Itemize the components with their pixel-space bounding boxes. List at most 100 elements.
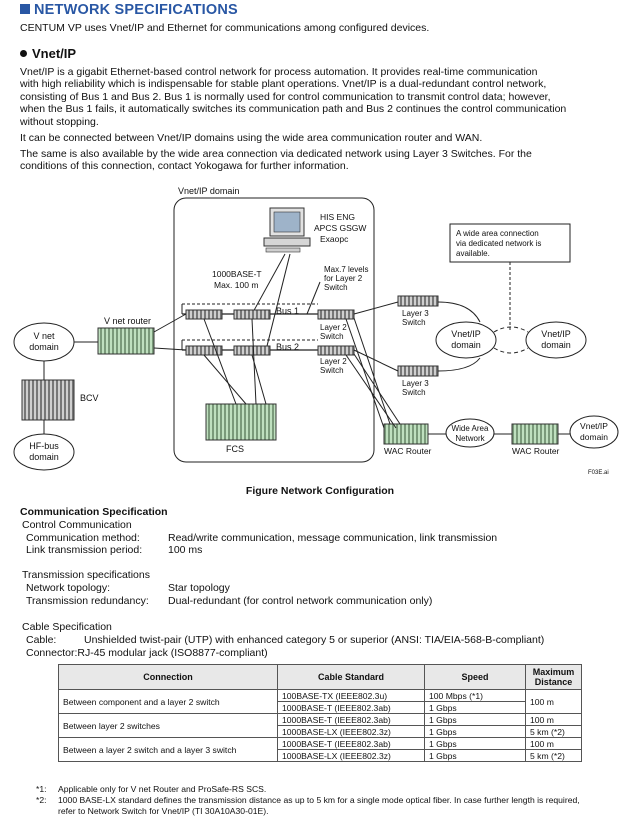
table-header: Cable Standard [277,664,425,690]
vnet-router-icon [97,327,155,355]
table-cell: 100 m [525,713,582,726]
wac-router-icon [511,423,559,445]
table-row: Between layer 2 switches 1000BASE-T (IEE… [58,713,582,738]
bullet-icon [20,50,27,57]
table-cell: 1 Gbps [424,713,526,726]
wac-router-icon [383,423,429,445]
table-cell: Between a layer 2 switch and a layer 3 s… [58,737,278,762]
cable-spec-title: Cable Specification [22,621,112,633]
max-levels-label: Switch [324,283,348,292]
bus2-label: Bus 2 [276,342,299,352]
l2-switch-label: Layer 2 [320,357,347,366]
para1-line: consisting of Bus 1 and Bus 2. Bus 1 is … [20,90,551,103]
table-header: Speed [424,664,526,690]
hf-domain-label: domain [29,452,59,462]
period-value: 100 ms [168,544,203,557]
intro-text: CENTUM VP uses Vnet/IP and Ethernet for … [20,22,430,34]
table-row: 1000BASE-T (IEEE802.3ab) 1 Gbps [59,701,582,714]
fcs-label: FCS [226,444,244,454]
comm-spec-title: Communication Specification [20,506,168,518]
footnote-text: Applicable only for V net Router and Pro… [58,784,267,794]
table-cell: 1000BASE-T (IEEE802.3ab) [277,737,425,750]
his-label: APCS GSGW [314,223,366,233]
table-cell: Between component and a layer 2 switch [58,689,278,714]
section-heading-text: Vnet/IP [32,46,77,61]
table-cell: 1000BASE-LX (IEEE802.3z) [277,749,425,762]
wan-label: Wide Area [452,424,489,433]
callout-text: available. [456,249,490,258]
redundancy-value: Dual-redundant (for control network comm… [168,594,433,607]
figure-file-id: F03E.ai [588,470,609,476]
cable-value: Unshielded twist-pair (UTP) with enhance… [84,633,545,646]
control-comm-title: Control Communication [22,518,132,531]
connector-value: RJ-45 modular jack (ISO8877-compliant) [77,646,268,659]
vnetip-domain-title: Vnet/IP domain [178,186,239,196]
table-cell: 100 m [525,737,582,750]
l2-switch-label: Layer 2 [320,323,347,332]
cable-spec: Cable Specification Cable:Unshielded twi… [20,621,544,659]
para3-line: conditions of this connection, contact Y… [20,160,349,173]
method-value: Read/write communication, message commun… [168,531,498,544]
connector-label: Connector: [26,646,78,659]
his-workstation-icon [263,207,311,253]
period-label: Link transmission period: [26,544,143,557]
para1-line: Vnet/IP is a gigabit Ethernet-based cont… [20,66,538,78]
network-diagram: Vnet/IP domain HIS ENG APCS GSGW Exaopc … [13,186,619,476]
table-cell: 5 km (*2) [525,749,582,762]
vnet-domain-label: V net [33,331,55,341]
footnote: *2:1000 BASE-LX standard defines the tra… [36,795,596,817]
vnetip-domain-box [173,197,375,463]
l3-switch-label: Layer 3 [402,309,429,318]
wac-router-label: WAC Router [512,446,560,456]
layer3-switch-icon [397,295,439,307]
bus1-label: Bus 1 [276,306,299,316]
vnetip-domain-label: Vnet/IP [580,421,608,431]
page-title: NETWORK SPECIFICATIONS [20,2,238,18]
para3-line: The same is also available by the wide a… [20,148,532,160]
wide-area-network-ellipse [445,418,495,448]
max-levels-label: Max.7 levels [324,265,368,274]
table-row: Between a layer 2 switch and a layer 3 s… [58,737,582,762]
l2-switch-label: Switch [320,366,344,375]
hf-domain-ellipse [13,433,75,471]
vnet-router-label: V net router [104,316,151,326]
table-cell: Between layer 2 switches [58,713,278,738]
vnetip-domain-label: domain [580,432,608,442]
l2-switch-label: Switch [320,332,344,341]
vnet-paragraph-1: Vnet/IP is a gigabit Ethernet-based cont… [20,66,620,128]
para1-line: with high reliability which is indispens… [20,78,547,91]
vnetip-domain-ellipse [435,321,497,359]
cable-row: Cable:Unshielded twist-pair (UTP) with e… [20,634,544,647]
vnet-paragraph-3: The same is also available by the wide a… [20,148,620,173]
method-label: Communication method: [26,531,140,544]
topology-row: Network topology: Star topology [20,582,432,595]
para1-line: when the Bus 1 fails, it automatically s… [20,103,567,116]
square-bullet-icon [20,4,30,14]
callout-box [449,223,571,263]
vnetip-domain-label: domain [451,340,481,350]
hf-domain-label: HF-bus [29,441,59,451]
footnote-key: *1: [36,784,47,794]
page-title-text: NETWORK SPECIFICATIONS [34,2,238,18]
vnetip-domain-label: Vnet/IP [541,329,571,339]
table-cell: 1000BASE-LX (IEEE802.3z) [277,725,425,738]
cable-label: 1000BASE-T [212,269,262,279]
topology-label: Network topology: [26,581,111,594]
topology-value: Star topology [168,581,230,594]
communication-spec: Communication Specification Control Comm… [20,506,497,557]
table-cell: 1 Gbps [424,725,526,738]
transmission-spec: Transmission specifications Network topo… [20,569,432,607]
table-header-row: Connection Cable Standard Speed Maximum … [58,664,582,690]
his-label: Exaopc [320,234,349,244]
figure-caption: Figure Network Configuration [245,485,395,497]
vnetip-domain-label: domain [541,340,571,350]
redundancy-row: Transmission redundancy:Dual-redundant (… [20,595,432,608]
connector-row: Connector:RJ-45 modular jack (ISO8877-co… [20,647,544,660]
method-row: Communication method: Read/write communic… [20,532,497,545]
table-cell: 1 Gbps [424,737,526,750]
para1-line: without stopping. [20,115,99,128]
cable-label: Max. 100 m [214,280,258,290]
table-cell: 1 Gbps [424,701,526,714]
his-label: HIS ENG [320,212,355,222]
table-header: Connection [58,664,278,690]
